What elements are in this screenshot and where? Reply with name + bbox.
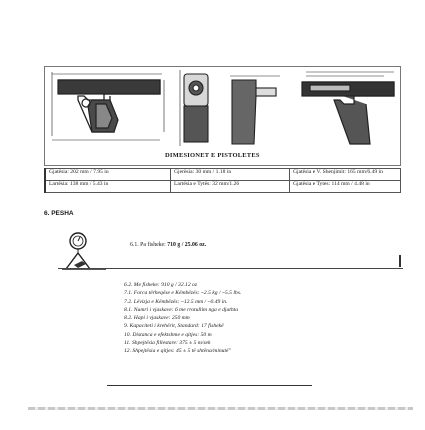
table-cell: Lartësia: 138 mm / 5.43 in (44, 180, 171, 193)
weight-scale-icon (62, 232, 106, 270)
list-item: 10. Distanca e efektshme e qitjes: 50 m (124, 331, 212, 338)
pistol-side-view-drawing (51, 72, 165, 141)
pistol-front-view-drawing (179, 70, 209, 146)
list-item: 8.1. Numri i vjaskave: 6 me rrotullim ng… (124, 306, 238, 313)
pistol-dimensions-figure (44, 66, 401, 166)
specification-list: 6.2. Me fisheke: 910 g / 32.12 oz 7.1. F… (124, 281, 241, 356)
table-cell: Gjerësia: 30 mm / 1.18 in (170, 168, 290, 181)
pistol-barrel-length-drawing (301, 71, 395, 145)
table-cell: Gjatësia: 202 mm / 7.95 in (44, 168, 171, 181)
dimensions-table: Gjatësia: 202 mm / 7.95 in Gjerësia: 30 … (44, 168, 401, 193)
pistol-grip-view-drawing (230, 75, 280, 145)
weight-value: 710 g / 25.06 oz. (167, 242, 207, 248)
divider (399, 255, 401, 267)
list-item: 9. Kapaciteti i krehërit, Standard: 17 f… (124, 323, 224, 330)
table-cell: Lartësia e Tytës: 32 mm/1.26 (170, 180, 290, 193)
weight-unloaded: 6.1. Pa fisheke: 710 g / 25.06 oz. (130, 242, 206, 248)
list-item: 6.2. Me fisheke: 910 g / 32.12 oz (124, 282, 198, 288)
list-item: 7.2. Lëvizja e Këmbëzës: ~12.5 mm / ~0.4… (124, 298, 228, 305)
figure-title: DIMESIONET E PISTOLETES (165, 152, 260, 159)
list-item: 7.1. Forca tërheqëse e Këmbëzës: ~2.5 kg… (124, 290, 242, 297)
list-item: 11. Shpejtësia fillestare: 375 ± 5 m/sek (124, 340, 211, 347)
divider (58, 268, 403, 269)
table-cell: Gjatësia e V. Shenjimit: 165 mm/6.49 in (289, 168, 401, 181)
pistol-dimension-drawings (51, 70, 395, 146)
list-item: 8.2. Hapi i vjaskave: 250 mm (124, 315, 190, 322)
section-heading: 6. PESHA (44, 210, 74, 217)
table-row: Gjatësia: 202 mm / 7.95 in Gjerësia: 30 … (44, 168, 401, 181)
illegible-text-line (28, 407, 413, 410)
divider (107, 385, 312, 386)
weight-label: 6.1. Pa fisheke: (130, 242, 166, 248)
table-cell: Gjatësia e Tytes: 114 mm / 4.48 in (289, 180, 401, 193)
list-item: 12. Shpejtësia e qitjes: 45 ± 5 të shtën… (124, 348, 231, 355)
table-row: Lartësia: 138 mm / 5.43 in Lartësia e Ty… (44, 180, 401, 193)
